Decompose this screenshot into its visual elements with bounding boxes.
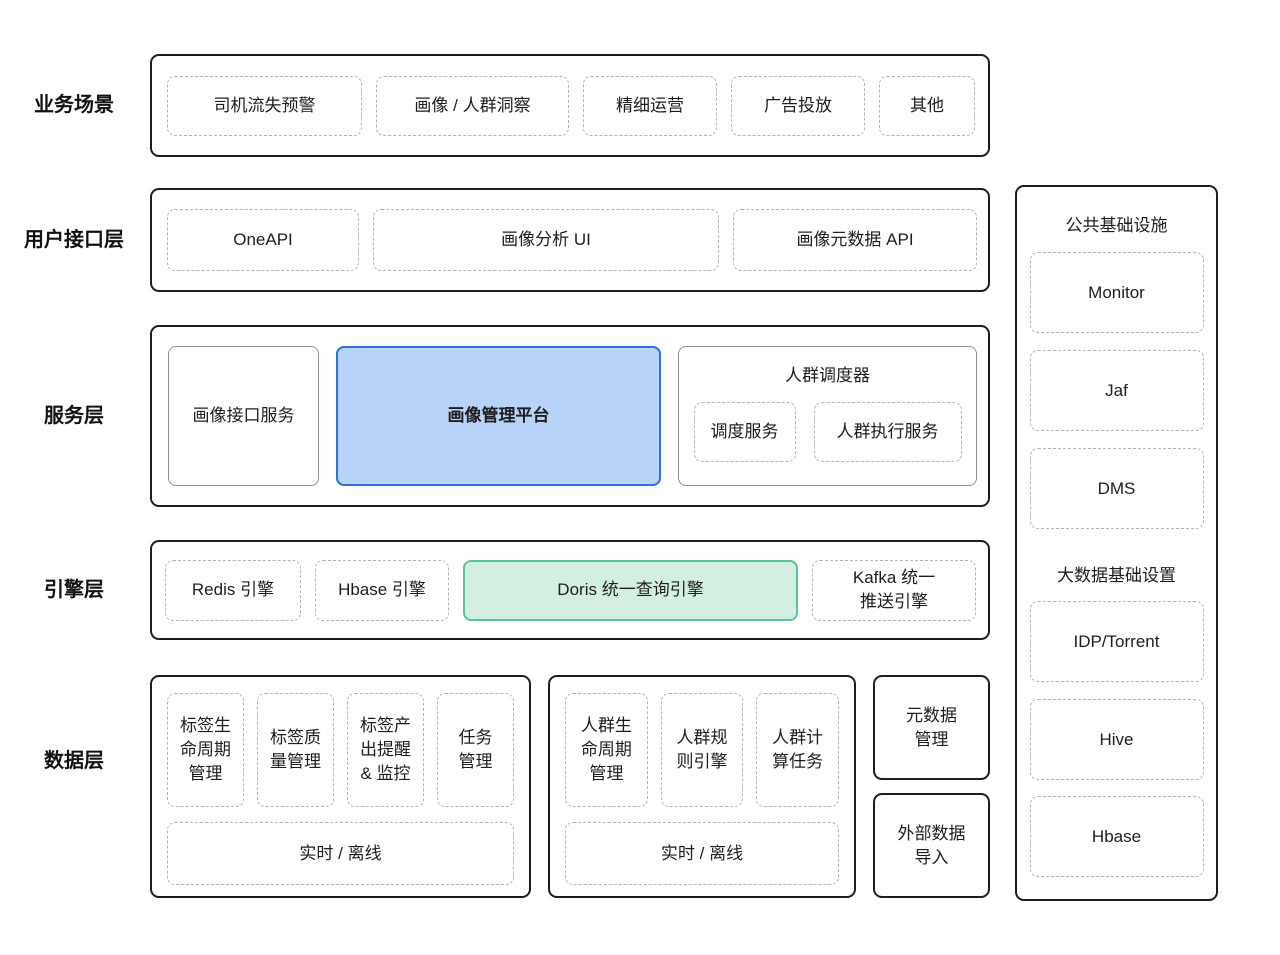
tag-realtime-offline-box: 实时 / 离线	[167, 822, 514, 885]
portrait-metadata-api-box: 画像元数据 API	[733, 209, 977, 271]
tag-data-group: 标签生 命周期 管理 标签质 量管理 标签产 出提醒 & 监控 任务 管理 实时…	[150, 675, 531, 898]
layer-label-service: 服务层	[44, 405, 104, 427]
monitor-box: Monitor	[1029, 252, 1204, 333]
crowd-realtime-offline-box: 实时 / 离线	[565, 822, 839, 885]
crowd-lifecycle-box: 人群生 命周期 管理	[565, 693, 648, 807]
portrait-analysis-ui-box: 画像分析 UI	[373, 209, 719, 271]
dms-box: DMS	[1029, 448, 1204, 529]
interface-layer-group: OneAPI 画像分析 UI 画像元数据 API	[150, 188, 990, 292]
redis-engine-box: Redis 引擎	[165, 559, 301, 621]
jaf-box: Jaf	[1029, 350, 1204, 431]
tag-data-row: 标签生 命周期 管理 标签质 量管理 标签产 出提醒 & 监控 任务 管理	[167, 693, 514, 807]
task-management-box: 任务 管理	[437, 693, 514, 807]
engine-layer-group: Redis 引擎 Hbase 引擎 Doris 统一查询引擎 Kafka 统一 …	[150, 540, 990, 640]
service-layer-group: 画像接口服务 画像管理平台 人群调度器 调度服务 人群执行服务	[150, 325, 990, 507]
scene-driver-churn: 司机流失预警	[167, 75, 362, 136]
layer-label-business: 业务场景	[34, 94, 114, 116]
crowd-rule-engine-box: 人群规 则引擎	[660, 693, 744, 807]
crowd-compute-task-box: 人群计 算任务	[756, 693, 840, 807]
bigdata-infra-title: 大数据基础设置	[1057, 566, 1176, 585]
infrastructure-sidebar: 公共基础设施 Monitor Jaf DMS 大数据基础设置 IDP/Torre…	[1015, 185, 1218, 901]
scene-portrait-insight: 画像 / 人群洞察	[376, 75, 569, 136]
crowd-scheduler-row: 调度服务 人群执行服务	[693, 402, 962, 462]
oneapi-box: OneAPI	[167, 209, 359, 271]
business-layer-group: 司机流失预警 画像 / 人群洞察 精细运营 广告投放 其他	[150, 54, 990, 157]
hbase-box: Hbase	[1029, 796, 1204, 877]
tag-alert-monitor-box: 标签产 出提醒 & 监控	[347, 693, 424, 807]
crowd-data-row: 人群生 命周期 管理 人群规 则引擎 人群计 算任务	[565, 693, 840, 807]
tag-lifecycle-box: 标签生 命周期 管理	[167, 693, 244, 807]
crowd-scheduler-box: 人群调度器 调度服务 人群执行服务	[678, 346, 977, 486]
scene-other: 其他	[879, 75, 975, 136]
dispatch-service-box: 调度服务	[693, 402, 796, 462]
portrait-management-platform-box: 画像管理平台	[336, 346, 661, 486]
metadata-management-box: 元数据 管理	[873, 675, 990, 780]
common-infra-title: 公共基础设施	[1065, 216, 1168, 235]
idp-torrent-box: IDP/Torrent	[1029, 601, 1204, 682]
doris-query-engine-box: Doris 统一查询引擎	[463, 559, 798, 621]
portrait-api-service-box: 画像接口服务	[168, 346, 319, 486]
layer-label-engine: 引擎层	[44, 579, 104, 601]
layer-label-interface: 用户接口层	[24, 229, 124, 251]
hive-box: Hive	[1029, 699, 1204, 780]
kafka-push-engine-box: Kafka 统一 推送引擎	[812, 559, 976, 621]
crowd-scheduler-title: 人群调度器	[785, 366, 870, 385]
crowd-execution-service-box: 人群执行服务	[813, 402, 962, 462]
scene-ad-delivery: 广告投放	[731, 75, 865, 136]
external-data-import-box: 外部数据 导入	[873, 793, 990, 898]
crowd-data-group: 人群生 命周期 管理 人群规 则引擎 人群计 算任务 实时 / 离线	[548, 675, 856, 898]
hbase-engine-box: Hbase 引擎	[315, 559, 449, 621]
scene-fine-operation: 精细运营	[583, 75, 717, 136]
layer-label-data: 数据层	[44, 750, 104, 772]
tag-quality-box: 标签质 量管理	[257, 693, 334, 807]
